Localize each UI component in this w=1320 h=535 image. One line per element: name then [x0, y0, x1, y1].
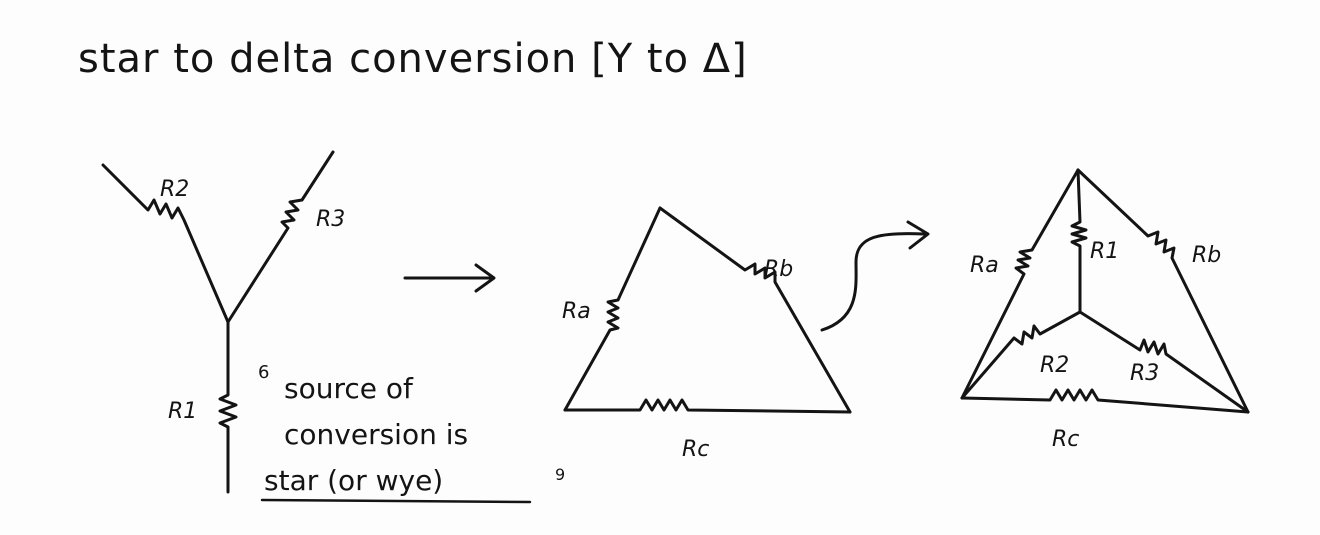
- combined-inner-r1: [1070, 168, 1088, 314]
- note-underline: [260, 498, 532, 504]
- star-label-r2: R2: [160, 177, 189, 202]
- delta-network: Ra Rb Rc: [562, 206, 852, 462]
- note-line-2: conversion is: [284, 418, 468, 451]
- delta-side-rc: [563, 398, 852, 414]
- star-label-r1: R1: [168, 399, 197, 424]
- delta-label-rb: Rb: [764, 257, 793, 282]
- combined-side-rc: [960, 388, 1250, 414]
- combined-label-r2: R2: [1040, 353, 1069, 378]
- combined-side-rb: [1076, 168, 1250, 414]
- conversion-note: 6 source of conversion is star (or wye) …: [258, 362, 565, 504]
- delta-side-rb: [658, 206, 852, 414]
- star-arm-r2: [101, 163, 230, 324]
- delta-label-ra: Ra: [562, 299, 591, 324]
- conversion-arrow: [403, 263, 496, 293]
- combined-inner-r3: [1078, 310, 1250, 414]
- note-open-mark: 6: [258, 362, 269, 383]
- curved-arrow: [820, 220, 930, 332]
- delta-label-rc: Rc: [682, 437, 709, 462]
- delta-side-ra: [563, 206, 662, 412]
- star-label-r3: R3: [316, 207, 345, 232]
- combined-label-r3: R3: [1130, 361, 1159, 386]
- combined-label-r1: R1: [1090, 239, 1119, 264]
- note-close-mark: 9: [555, 465, 565, 484]
- note-line-1: source of: [284, 372, 414, 405]
- combined-label-rc: Rc: [1052, 427, 1079, 452]
- star-arm-r3: [226, 150, 335, 324]
- combined-side-ra: [960, 168, 1080, 400]
- combined-label-rb: Rb: [1192, 243, 1221, 268]
- page-title: star to delta conversion [Y to Δ]: [78, 36, 748, 82]
- star-network: R2 R3 R1: [101, 150, 345, 494]
- star-leg-r1: [218, 320, 238, 494]
- combined-network: Ra R1 Rb R2 R3 Rc: [960, 168, 1250, 452]
- note-line-3: star (or wye): [264, 464, 443, 497]
- combined-label-ra: Ra: [970, 253, 999, 278]
- combined-inner-r2: [960, 310, 1082, 400]
